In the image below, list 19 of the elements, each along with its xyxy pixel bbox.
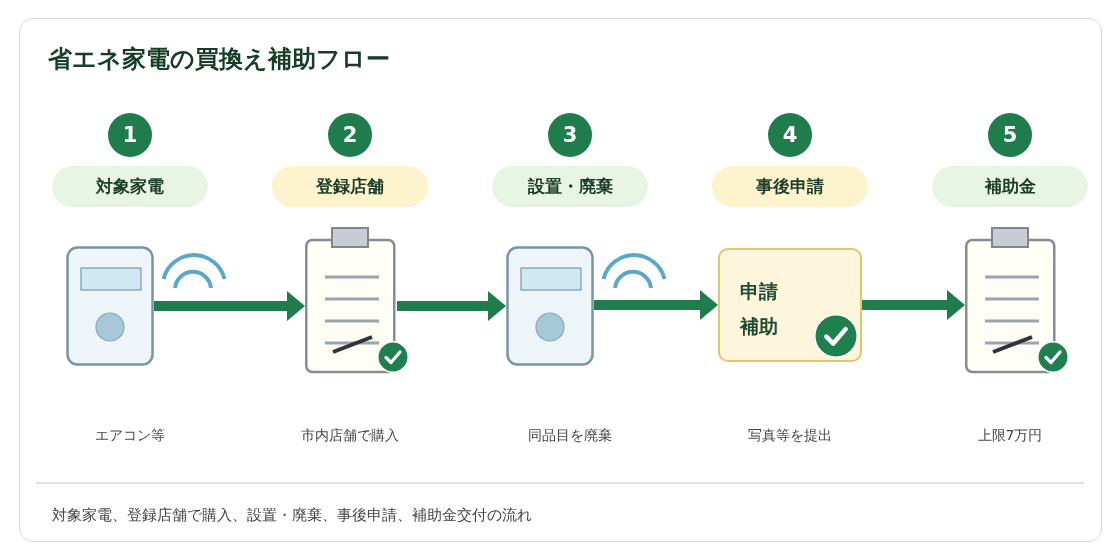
card-text: 補助 [740, 314, 778, 339]
step-title-tag: 対象家電 [52, 166, 208, 207]
application-card [718, 248, 862, 362]
step-title-tag: 補助金 [932, 166, 1088, 207]
step-caption: 上限7万円 [977, 426, 1043, 445]
step-title-tag: 登録店舗 [272, 166, 428, 207]
step-caption: 市内店舗で購入 [301, 426, 399, 445]
step-title-tag: 設置・廃棄 [492, 166, 648, 207]
step-caption: 同品目を廃棄 [528, 426, 612, 445]
card-text: 申請 [740, 279, 778, 304]
diagram-title: 省エネ家電の買換え補助フロー [48, 44, 390, 75]
arrow [154, 291, 305, 321]
step-caption: エアコン等 [95, 426, 165, 445]
step-caption: 写真等を提出 [748, 426, 832, 445]
step-title-tag: 事後申請 [712, 166, 868, 207]
arrow [594, 290, 718, 320]
arrow [862, 290, 965, 320]
diagram-caption: 対象家電、登録店舗で購入、設置・廃棄、事後申請、補助金交付の流れ [52, 505, 532, 525]
arrow [397, 291, 506, 321]
